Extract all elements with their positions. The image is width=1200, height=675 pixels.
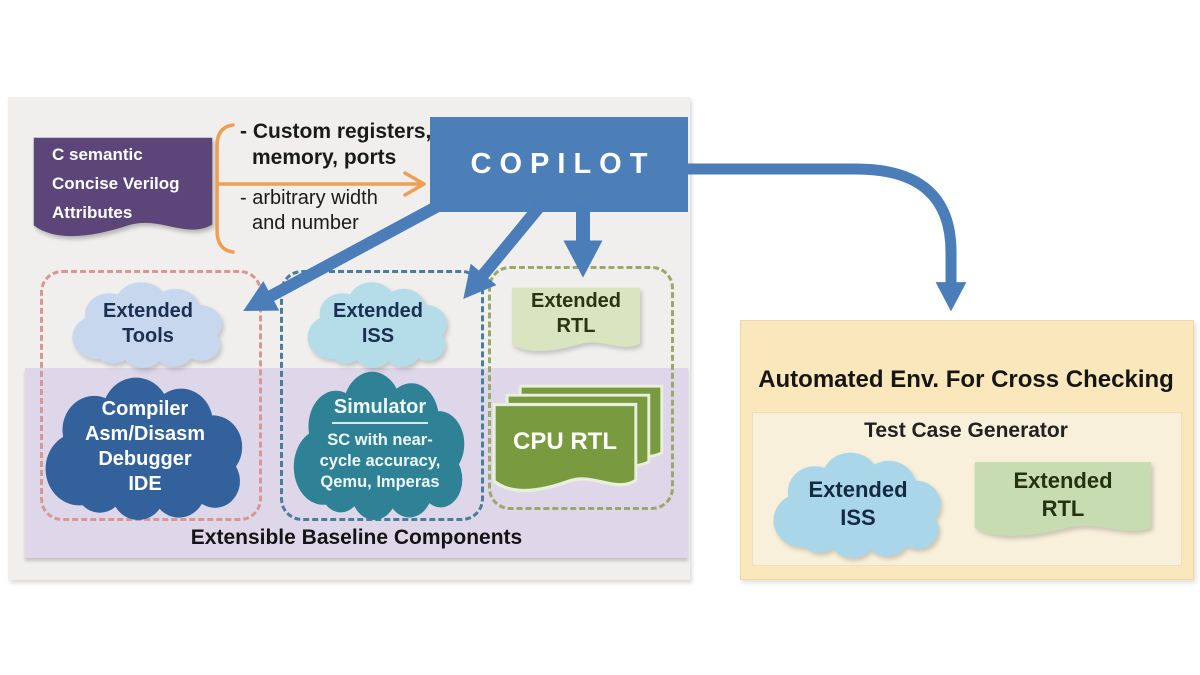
arrow-copilot-to-cross-check: [688, 163, 967, 312]
cross-check-iss-label: Extended ISS: [762, 450, 954, 558]
baseline-caption: Extensible Baseline Components: [190, 526, 523, 549]
source-line: Attributes: [52, 203, 133, 222]
cpu-rtl-label: CPU RTL: [492, 402, 638, 482]
note-and-number: and number: [252, 212, 359, 234]
bracket-arrow: [215, 123, 426, 254]
label-line: RTL: [1041, 496, 1085, 521]
note-arbitrary-width: - arbitrary width: [240, 187, 378, 209]
label-line: Extended: [102, 300, 194, 322]
label-line: ISS: [361, 325, 395, 347]
label-line: Extended: [332, 300, 424, 322]
copilot-box: COPILOT: [430, 117, 688, 212]
source-attributes-text: C semantic Concise Verilog Attributes: [31, 140, 215, 232]
compiler-label: Compiler Asm/Disasm Debugger IDE: [32, 374, 258, 520]
extended-tools-label: Extended Tools: [62, 280, 234, 368]
label-line: Extended: [808, 477, 908, 502]
label-line: Debugger: [98, 448, 192, 470]
label-line: Extended: [530, 290, 622, 312]
label-line: Tools: [122, 325, 174, 347]
label-line: cycle accuracy,: [319, 451, 441, 470]
label-line: Qemu, Imperas: [320, 472, 440, 491]
label-line: ISS: [840, 505, 876, 530]
simulator-label: Simulator SC with near- cycle accuracy, …: [282, 368, 478, 520]
test-case-generator-label: Test Case Generator: [864, 419, 1068, 442]
cross-check-rtl-label: Extended RTL: [972, 458, 1154, 532]
label-line: Asm/Disasm: [84, 423, 206, 445]
copilot-label: COPILOT: [470, 148, 656, 180]
extended-iss-label: Extended ISS: [298, 280, 458, 368]
source-line: C semantic: [52, 145, 143, 164]
cross-check-title: Automated Env. For Cross Checking: [758, 366, 1174, 393]
tools-group-box: [40, 270, 262, 521]
simulator-title: Simulator: [331, 396, 429, 424]
extended-rtl-label: Extended RTL: [510, 283, 642, 345]
label-line: SC with near-: [327, 430, 433, 449]
label-line: Extended: [1013, 468, 1113, 493]
note-custom-registers: - Custom registers,: [240, 120, 432, 143]
label-line: IDE: [128, 473, 162, 495]
label-line: RTL: [556, 315, 596, 337]
source-line: Concise Verilog: [52, 174, 180, 193]
label-line: CPU RTL: [513, 428, 617, 455]
label-line: Compiler: [101, 398, 189, 420]
note-memory-ports: memory, ports: [252, 146, 397, 169]
